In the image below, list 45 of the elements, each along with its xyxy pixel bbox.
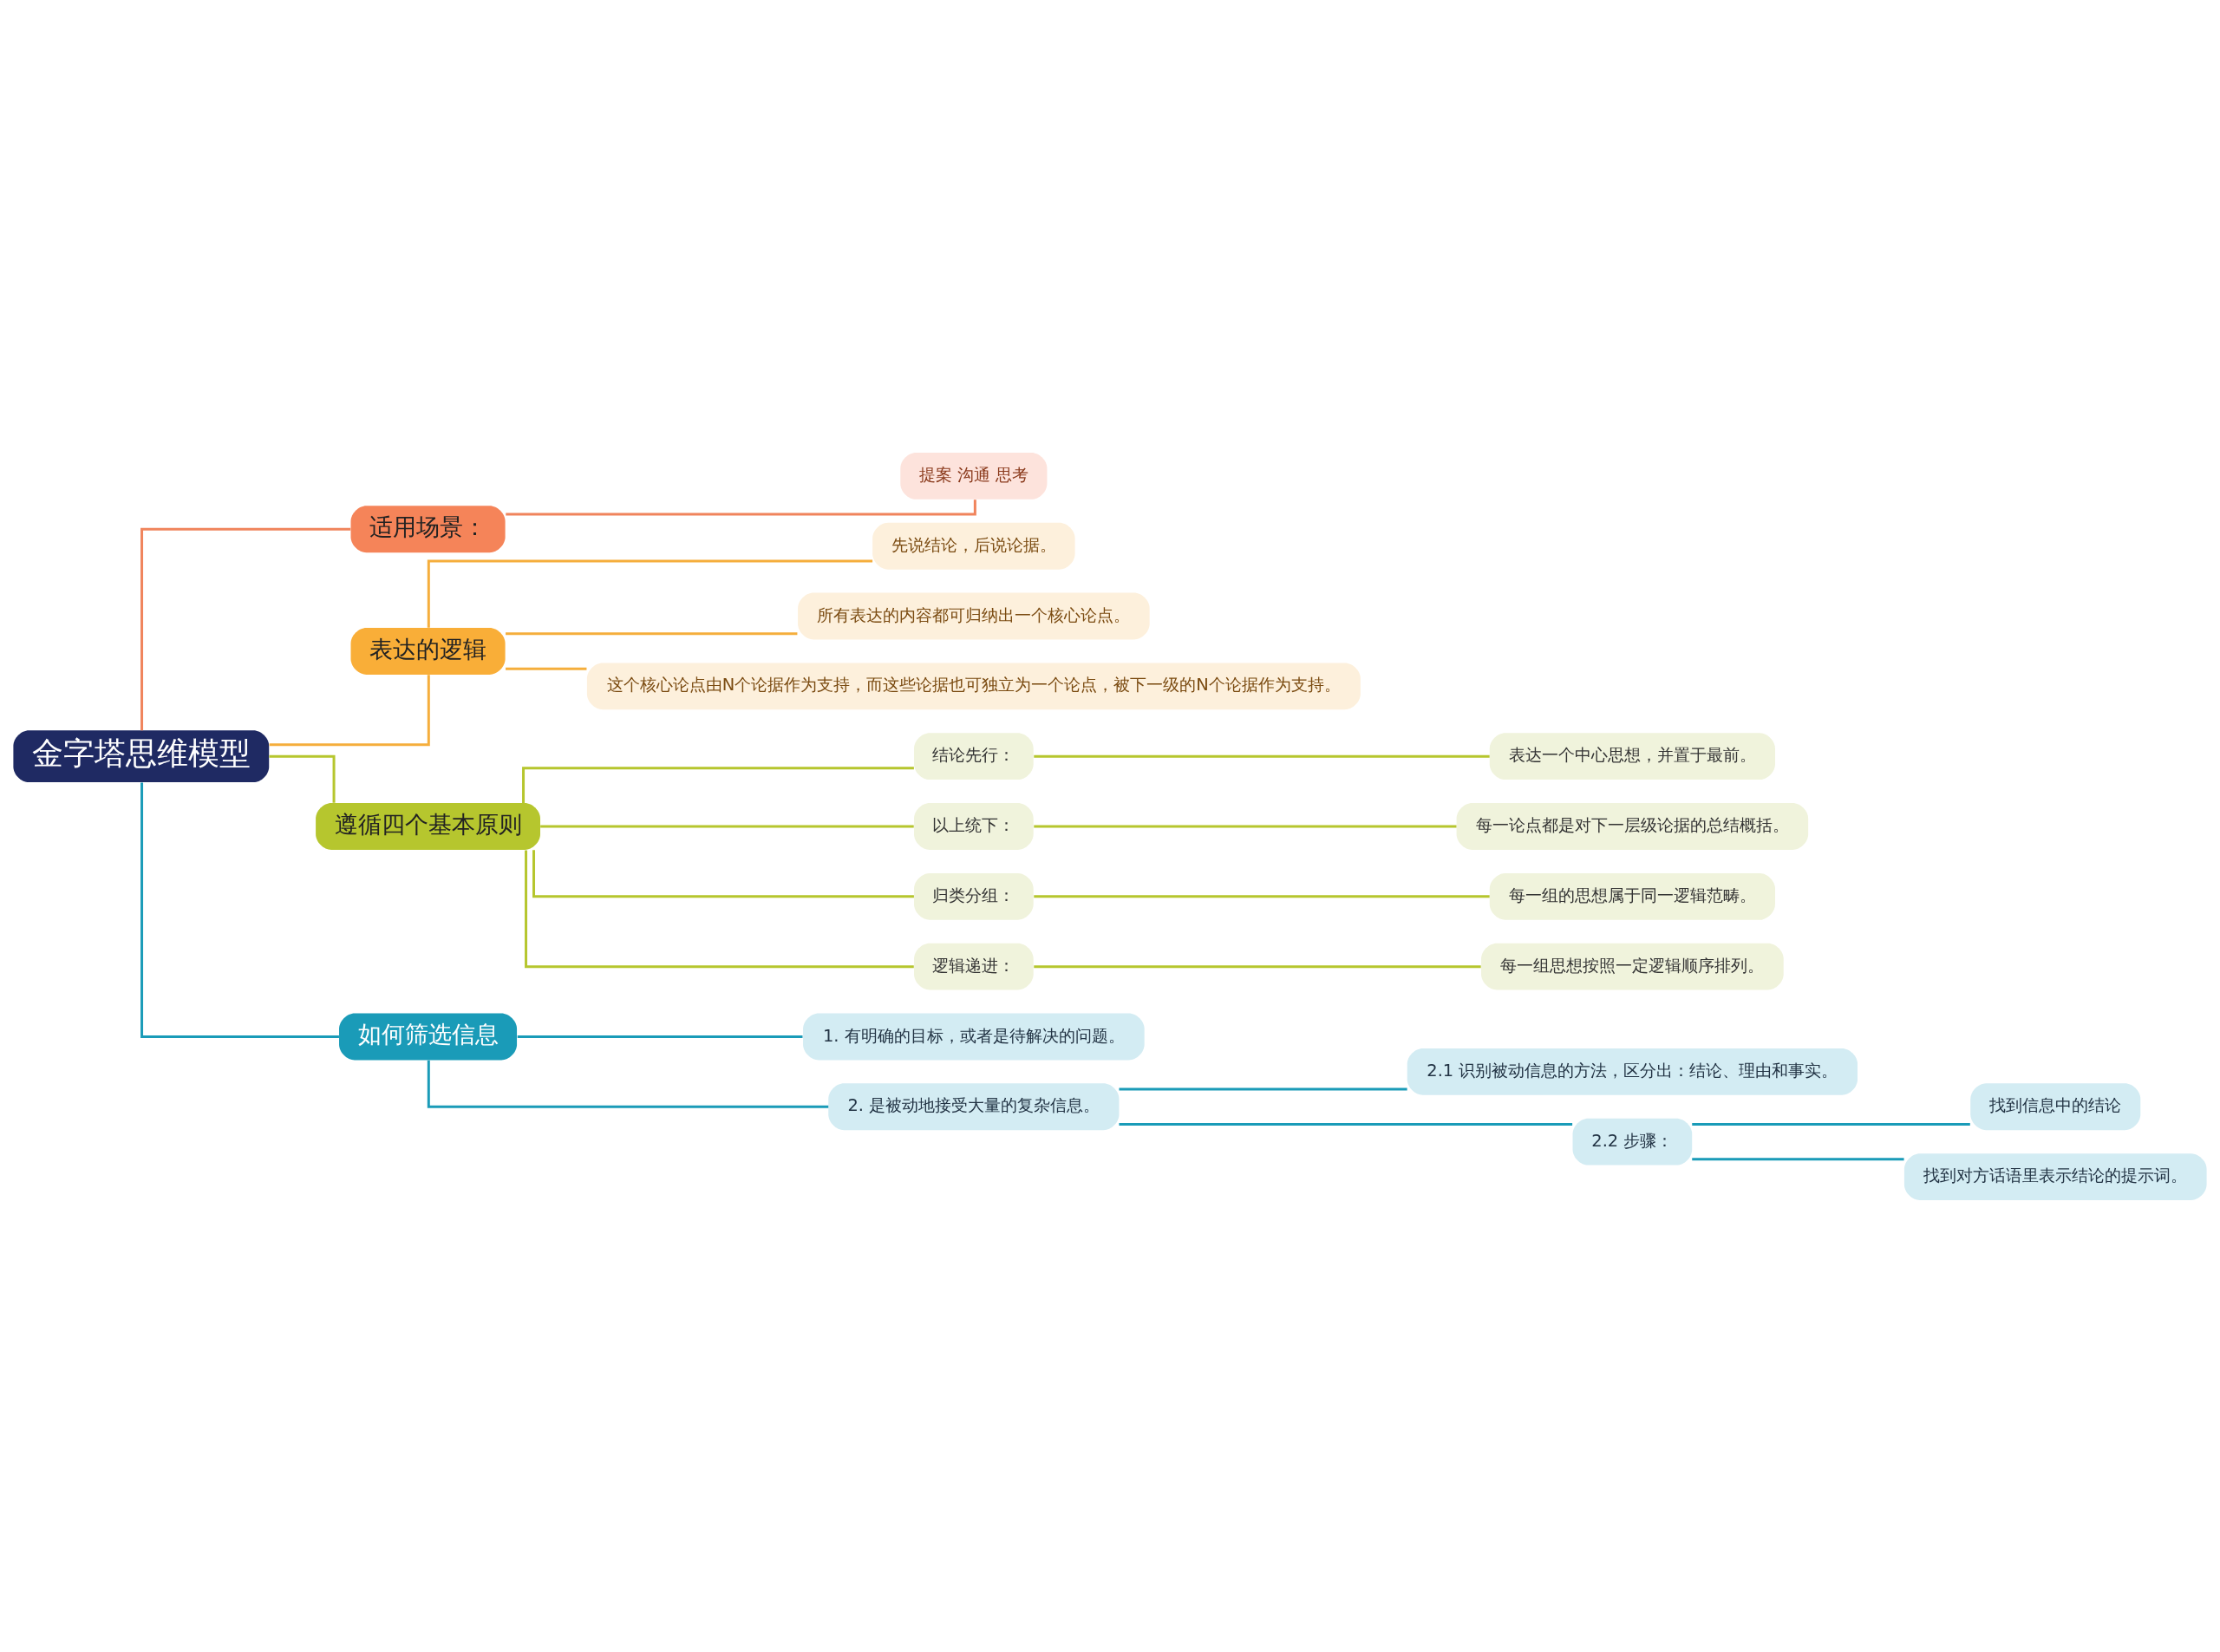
node-box: 1. 有明确的目标，或者是待解决的问题。 [803, 1013, 1145, 1060]
node-box: 每一组思想按照一定逻辑顺序排列。 [1481, 943, 1784, 990]
connector [522, 766, 914, 803]
connector [525, 849, 914, 968]
connector [540, 825, 914, 827]
node-box: 每一论点都是对下一层级论据的总结概括。 [1456, 802, 1809, 850]
connector [1034, 754, 1490, 758]
connector [140, 527, 351, 730]
connector [1692, 1122, 1970, 1126]
connector [427, 558, 873, 628]
node-box: 所有表达的内容都可归纳出一个核心论点。 [798, 592, 1150, 639]
node-box: 先说结论，后说论据。 [872, 522, 1075, 570]
node-box: 金字塔思维模型 [13, 729, 270, 782]
connector [427, 1060, 829, 1108]
connector [1119, 1087, 1407, 1091]
connector [506, 667, 587, 670]
node-box: 如何筛选信息 [339, 1013, 518, 1060]
connector [269, 754, 336, 803]
node-box: 找到对方话语里表示结论的提示词。 [1903, 1152, 2207, 1200]
node-box: 结论先行： [914, 732, 1034, 780]
node-box: 提案 沟通 思考 [900, 452, 1048, 500]
node-box: 2.1 识别被动信息的方法，区分出：结论、理由和事实。 [1407, 1048, 1858, 1095]
connector [1034, 825, 1457, 827]
connector [1034, 964, 1481, 968]
node-box: 逻辑递进： [914, 943, 1034, 990]
node-box: 以上统下： [914, 802, 1034, 850]
connector [517, 1035, 803, 1038]
node-box: 适用场景： [350, 505, 506, 552]
node-box: 遵循四个基本原则 [316, 802, 540, 850]
node-box: 表达的逻辑 [350, 627, 506, 675]
connector [1034, 894, 1490, 898]
connector [269, 674, 430, 746]
node-box: 归类分组： [914, 872, 1034, 920]
node-box: 2. 是被动地接受大量的复杂信息。 [828, 1082, 1120, 1130]
node-box: 找到信息中的结论 [1970, 1082, 2141, 1130]
connector [506, 631, 798, 635]
connector [1119, 1122, 1573, 1126]
node-box: 这个核心论点由N个论据作为支持，而这些论据也可独立为一个论点，被下一级的N个论据作为支持。 [586, 662, 1361, 709]
connector [1692, 1157, 1904, 1160]
connector [532, 849, 914, 898]
node-box: 2.2 步骤： [1572, 1118, 1693, 1166]
node-box: 每一组的思想属于同一逻辑范畴。 [1489, 872, 1775, 920]
connector [140, 782, 339, 1038]
node-box: 表达一个中心思想，并置于最前。 [1489, 732, 1775, 780]
connector [506, 499, 976, 516]
